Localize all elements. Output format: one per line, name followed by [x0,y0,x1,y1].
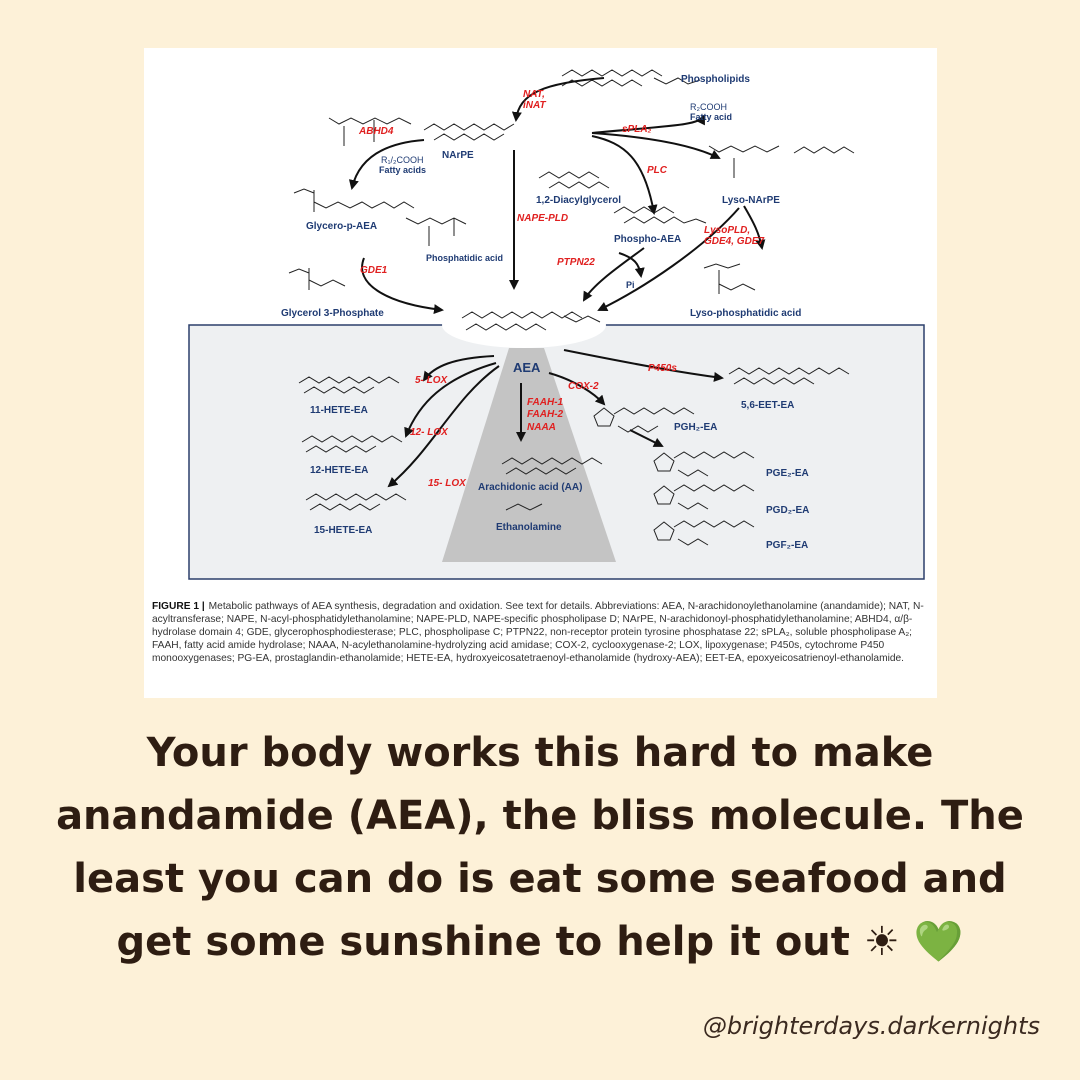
enzyme-cox-2: COX-2 [568,381,599,392]
enzyme-nape-pld: NAPE-PLD [517,213,568,224]
label-narpe: NArPE [442,150,474,161]
label-12-hete-ea: 12-HETE-EA [310,465,368,476]
enzyme-inat: iNAT [523,100,546,111]
label-lyso-phosphatidic-acid: Lyso-phosphatidic acid [690,308,801,319]
enzyme-faah-1: FAAH-1 [527,397,564,408]
enzyme-15-lox: 15- LOX [428,478,467,489]
label-lyso-narpe: Lyso-NArPE [722,195,780,206]
enzyme-plc: PLC [647,165,668,176]
figure-card: Phospholipids R₂COOH Fatty acid NArPE R₁… [144,48,937,698]
enzyme-p450s: P450s [648,363,677,374]
enzyme-5-lox: 5- LOX [415,375,449,386]
faah-cone [442,348,616,562]
enzyme-naaa: NAAA [527,422,556,433]
enzyme-12-lox: 12- LOX [410,427,449,438]
label-11-hete-ea: 11-HETE-EA [310,405,368,416]
label-phosphatidic-acid: Phosphatidic acid [426,253,503,263]
enzyme-gde1: GDE1 [360,265,388,276]
figure-caption-label: FIGURE 1 | [152,601,205,612]
label-pi: Pi [626,280,635,290]
label-pge2-ea: PGE₂-EA [766,468,809,479]
label-fatty-acids: Fatty acids [379,165,426,175]
label-aea: AEA [513,360,541,375]
pathway-diagram: Phospholipids R₂COOH Fatty acid NArPE R₁… [188,69,925,580]
label-fatty-acids-formula: R₁/₂COOH [381,155,424,165]
label-fatty-acid: Fatty acid [690,112,732,122]
figure-caption: FIGURE 1 |Metabolic pathways of AEA synt… [152,600,930,665]
enzyme-lysopld: LysoPLD, [704,225,750,236]
headline: Your body works this hard to make ananda… [40,722,1040,974]
green-heart-icon: 💚 [913,919,964,965]
label-pgd2-ea: PGD₂-EA [766,505,809,516]
pathway-arrows [348,77,766,488]
label-glycerol-3-phosphate: Glycerol 3-Phosphate [281,308,384,319]
enzyme-abhd4: ABHD4 [358,126,394,137]
label-15-hete-ea: 15-HETE-EA [314,525,372,536]
label-5-6-eet-ea: 5,6-EET-EA [741,400,794,411]
label-pgf2-ea: PGF₂-EA [766,540,808,551]
enzyme-faah-2: FAAH-2 [527,409,564,420]
label-fatty-acid-formula: R₂COOH [690,102,727,112]
enzyme-ptpn22: PTPN22 [557,257,595,268]
label-pgh2-ea: PGH₂-EA [674,422,717,433]
enzyme-spla2: sPLA₂ [622,124,652,135]
enzyme-gde4-gde7: GDE4, GDE7 [704,236,764,247]
label-glycero-p-aea: Glycero-p-AEA [306,221,377,232]
headline-text: Your body works this hard to make ananda… [56,730,1024,965]
label-phospho-aea: Phospho-AEA [614,234,681,245]
molecule-structures [288,69,855,546]
figure-caption-text: Metabolic pathways of AEA synthesis, deg… [152,601,924,665]
enzyme-nat: NAT, [523,89,545,100]
label-ethanolamine: Ethanolamine [496,522,562,533]
aea-ellipse [442,302,606,348]
label-diacylglycerol: 1,2-Diacylglycerol [536,195,621,206]
label-phospholipids: Phospholipids [681,74,750,85]
social-handle: @brighterdays.darkernights [702,1012,1040,1040]
label-arachidonic-acid: Arachidonic acid (AA) [478,482,582,493]
